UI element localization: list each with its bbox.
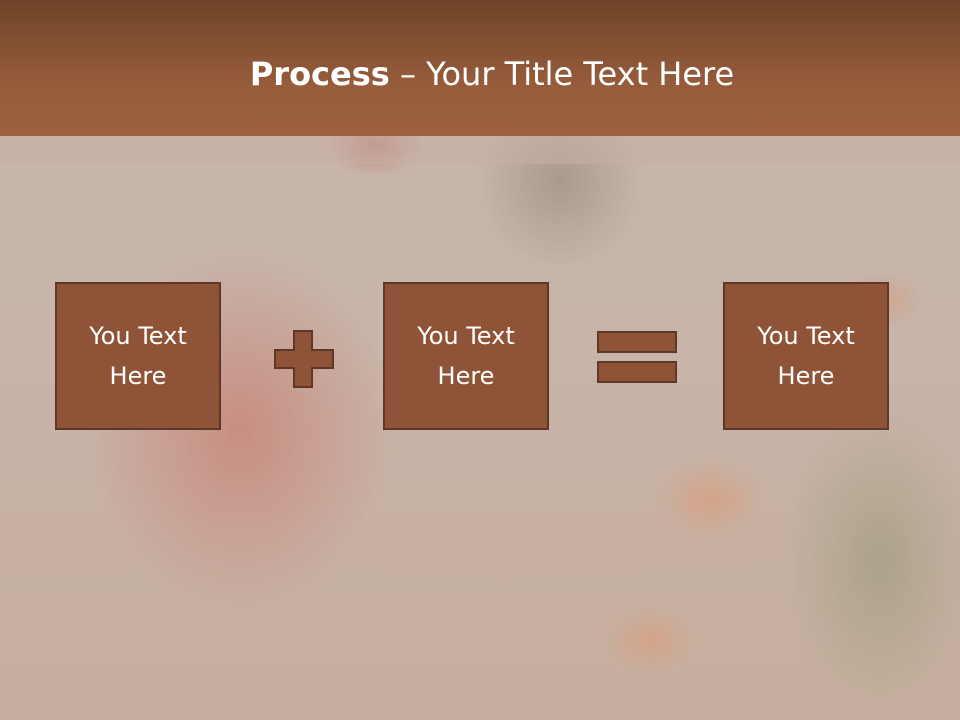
- process-box-3[interactable]: You Text Here: [723, 282, 889, 430]
- equals-icon: [597, 331, 677, 383]
- slide-title-bold: Process: [249, 55, 390, 93]
- process-box-2[interactable]: You Text Here: [383, 282, 549, 430]
- process-box-1-label: You Text Here: [89, 322, 187, 390]
- title-bar-band: [0, 136, 960, 164]
- process-box-1[interactable]: You Text Here: [55, 282, 221, 430]
- slide-title-rest: – Your Title Text Here: [389, 55, 735, 93]
- slide-title: Process – Your Title Text Here: [0, 48, 960, 100]
- process-box-2-label: You Text Here: [417, 322, 515, 390]
- process-box-3-label: You Text Here: [757, 322, 855, 390]
- title-bar: [0, 0, 960, 136]
- plus-icon: [274, 330, 334, 388]
